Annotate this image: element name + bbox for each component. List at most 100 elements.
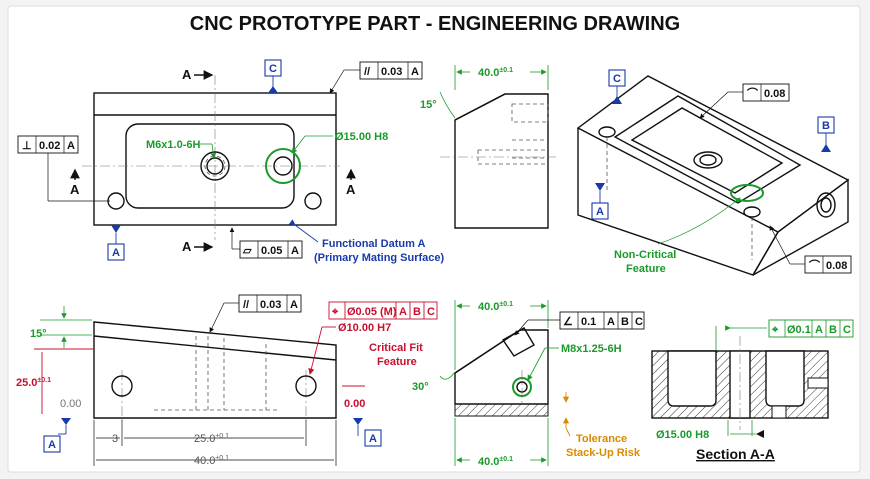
svg-text:Feature: Feature (377, 356, 417, 368)
side-view-top (440, 93, 556, 229)
svg-text:Critical Fit: Critical Fit (369, 342, 423, 354)
svg-text:C: C (427, 306, 435, 318)
fcf-position-section: ⌖ Ø0.1 A B C (715, 319, 854, 350)
label-thread-m8: M8x1.25-6H (527, 343, 622, 381)
svg-text:A: A (346, 182, 356, 197)
svg-text:Ø15.00 H8: Ø15.00 H8 (335, 131, 388, 143)
svg-text:A: A (607, 316, 615, 328)
svg-text:A: A (67, 140, 75, 152)
fcf-angularity: ∠ 0.1 A B C (514, 311, 645, 336)
svg-text:B: B (822, 120, 830, 132)
svg-text:A: A (70, 182, 80, 197)
svg-text:Functional Datum A: Functional Datum A (322, 238, 426, 250)
svg-text:⌖: ⌖ (331, 306, 339, 318)
svg-text:A: A (182, 239, 192, 254)
datum-c-top: C (264, 59, 282, 93)
section-arrow-top: A A A A (70, 67, 356, 254)
svg-text:0.00: 0.00 (344, 398, 365, 410)
label-hole-10: Ø10.00 H7 (308, 322, 391, 375)
svg-text:40.0±0.1: 40.0±0.1 (194, 455, 229, 467)
fcf-parallelism-side: // 0.03 A (209, 294, 302, 333)
svg-text:Tolerance: Tolerance (576, 433, 627, 445)
svg-text:25.0±0.1: 25.0±0.1 (194, 433, 229, 445)
svg-text:B: B (413, 306, 421, 318)
svg-text:0.03: 0.03 (381, 66, 402, 78)
label-non-critical: Non-Critical Feature (614, 197, 741, 275)
top-view (82, 75, 340, 240)
svg-text:0.08: 0.08 (764, 88, 785, 100)
datum-b-iso: B (817, 116, 835, 152)
fcf-flatness: ▱ 0.05 A (229, 227, 303, 259)
datum-a-iso: A (591, 183, 609, 220)
dim-width-bottom2: 40.0±0.1 (454, 418, 549, 468)
iso-view (576, 75, 850, 276)
label-bore-15: Ø15.00 H8 (291, 131, 388, 154)
svg-text:3: 3 (112, 433, 118, 445)
label-functional-datum: Functional Datum A (Primary Mating Surfa… (288, 219, 445, 264)
label-tolerance-stackup: Tolerance Stack-Up Risk (562, 392, 641, 459)
svg-text:B: B (621, 316, 629, 328)
dim-width-bottom: 40.0±0.1 (454, 300, 549, 370)
label-bore-15-section: Ø15.00 H8 (656, 420, 764, 441)
label-critical-fit: Critical Fit Feature 0.00 (342, 342, 423, 410)
svg-text://: // (243, 299, 249, 311)
svg-text:A: A (291, 245, 299, 257)
svg-text:B: B (829, 324, 837, 336)
dim-angle-30: 30° (412, 371, 456, 393)
fcf-profile-2: ⌒ 0.08 (769, 225, 852, 274)
label-thread-m6: M6x1.0-6H (146, 139, 217, 159)
svg-text:40.0±0.1: 40.0±0.1 (478, 301, 513, 313)
fcf-perpendicularity: ⊥ 0.02 A (17, 135, 110, 202)
dim-height-25: 25.0±0.1 0.00 (16, 348, 94, 414)
svg-text:0.08: 0.08 (826, 260, 847, 272)
svg-text:Feature: Feature (626, 263, 666, 275)
datum-a-topview: A (107, 225, 125, 261)
svg-text:A: A (369, 433, 377, 445)
datum-c-iso: C (608, 69, 626, 104)
svg-text:M6x1.0-6H: M6x1.0-6H (146, 139, 200, 151)
dims-bottom-front: 3 25.0±0.1 40.0±0.1 (93, 420, 337, 467)
svg-text:Ø15.00 H8: Ø15.00 H8 (656, 429, 709, 441)
svg-text:A: A (290, 299, 298, 311)
svg-text:25.0±0.1: 25.0±0.1 (16, 377, 51, 389)
svg-text:⌒: ⌒ (746, 86, 759, 100)
side-view-bottom (454, 327, 549, 417)
drawing-title: CNC PROTOTYPE PART - ENGINEERING DRAWING (190, 13, 680, 35)
svg-text:A: A (815, 324, 823, 336)
dim-angle-15-front: 15° (30, 306, 92, 348)
svg-text:Non-Critical: Non-Critical (614, 249, 676, 261)
svg-text:0.02: 0.02 (39, 140, 60, 152)
datum-a-front-right: A (353, 418, 382, 447)
svg-text:∠: ∠ (563, 316, 573, 328)
svg-text:⊥: ⊥ (22, 140, 32, 152)
svg-text:A: A (596, 206, 604, 218)
section-view (651, 336, 829, 430)
svg-text:0.00: 0.00 (60, 398, 81, 410)
fcf-position-red: ⌖ Ø0.05 (M) A B C (328, 301, 438, 320)
fcf-profile-1: ⌒ 0.08 (699, 83, 790, 119)
svg-text:Stack-Up Risk: Stack-Up Risk (566, 447, 641, 459)
svg-text:Ø0.05 (M): Ø0.05 (M) (347, 306, 397, 318)
svg-text:C: C (269, 63, 277, 75)
svg-text:▱: ▱ (242, 245, 252, 257)
svg-text:15°: 15° (30, 328, 47, 340)
dim-width-top: 40.0±0.1 (454, 65, 549, 90)
dim-angle-15-top: 15° (420, 91, 456, 119)
svg-text:A: A (411, 66, 419, 78)
svg-text://: // (364, 66, 370, 78)
datum-a-front-left: A (43, 418, 71, 453)
svg-text:M8x1.25-6H: M8x1.25-6H (561, 343, 622, 355)
svg-text:⌖: ⌖ (771, 324, 779, 336)
svg-text:C: C (843, 324, 851, 336)
svg-text:0.05: 0.05 (261, 245, 282, 257)
fcf-parallelism-top: // 0.03 A (329, 61, 423, 94)
svg-text:(Primary Mating Surface): (Primary Mating Surface) (314, 252, 445, 264)
svg-text:40.0±0.1: 40.0±0.1 (478, 456, 513, 468)
svg-text:Ø0.1: Ø0.1 (787, 324, 811, 336)
svg-text:30°: 30° (412, 381, 429, 393)
front-view (93, 321, 337, 424)
svg-text:A: A (399, 306, 407, 318)
svg-text:⌒: ⌒ (808, 258, 821, 272)
svg-text:C: C (635, 316, 643, 328)
